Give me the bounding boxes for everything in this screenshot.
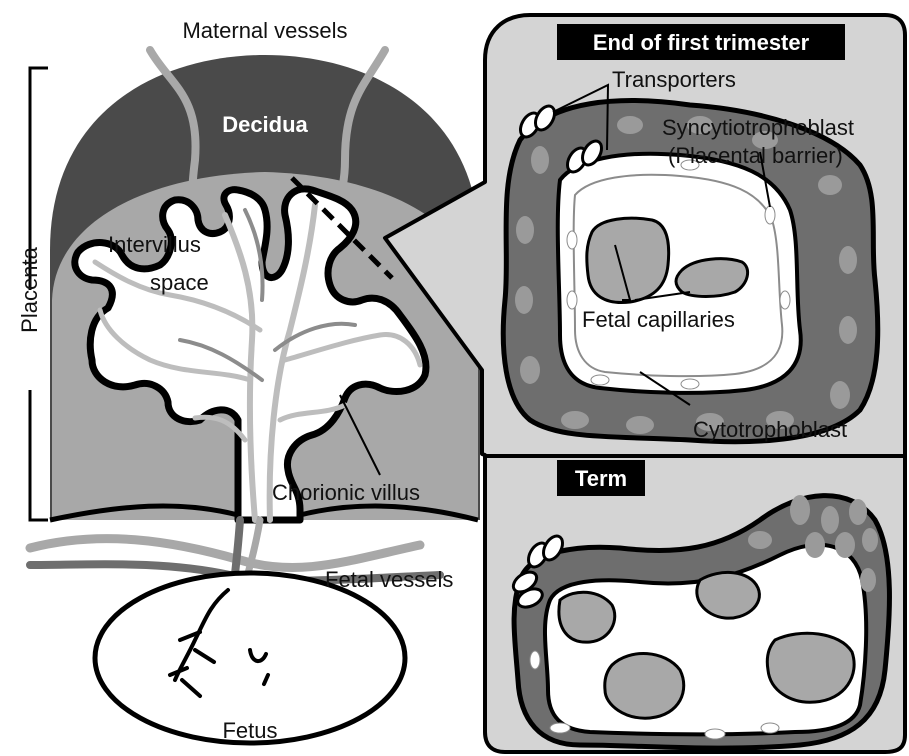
syncytiotrophoblast-label-line2: (Placental barrier) xyxy=(668,143,843,168)
intervillus-label-line2: space xyxy=(150,270,209,295)
intervillus-label-line1: Intervillus xyxy=(108,232,201,257)
fetus-label: Fetus xyxy=(222,718,277,743)
fetal-vessels-label: Fetal vessels xyxy=(325,567,453,592)
fetal-capillaries-label: Fetal capillaries xyxy=(582,307,735,332)
transporters-label: Transporters xyxy=(612,67,736,92)
decidua-label: Decidua xyxy=(222,112,308,137)
maternal-vessels-label: Maternal vessels xyxy=(182,18,347,43)
chorionic-villus-label: Chorionic villus xyxy=(272,480,420,505)
cytotrophoblast-label: Cytotrophoblast xyxy=(693,417,847,442)
term-header: Term xyxy=(575,466,627,491)
placenta-label: Placenta xyxy=(17,246,42,332)
syncytiotrophoblast-label-line1: Syncytiotrophoblast xyxy=(662,115,854,140)
first-trimester-header: End of first trimester xyxy=(593,30,810,55)
